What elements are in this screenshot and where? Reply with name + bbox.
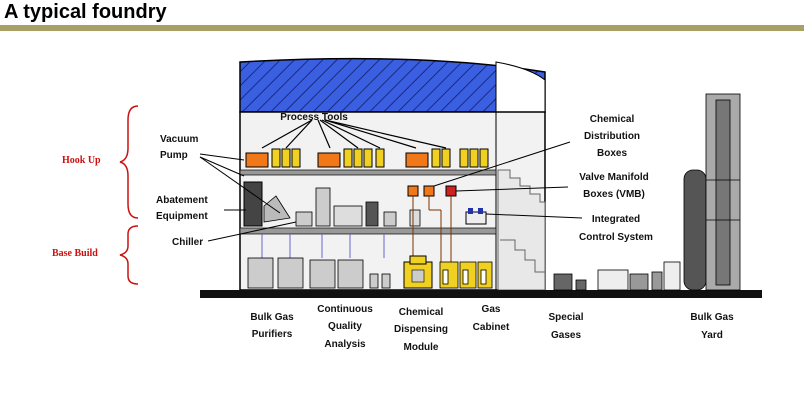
chemical-dispensing-unit (403, 255, 433, 289)
chem-dispensing-label-1: Chemical (399, 307, 444, 318)
chem-lines (412, 196, 452, 262)
bulk-gas-yard-label-1: Bulk Gas (690, 312, 734, 323)
abatement-label-2: Equipment (156, 211, 208, 222)
process-tools-label: Process Tools (280, 112, 348, 123)
chiller-label: Chiller (172, 237, 203, 248)
fab-floor (239, 169, 497, 176)
special-gases-label-2: Gases (551, 330, 581, 341)
hook-up-bracket (119, 105, 139, 219)
integrated-control-label-2: Control System (579, 232, 653, 243)
process-tools-row (245, 148, 489, 168)
vmb-label-1: Valve Manifold (579, 172, 648, 183)
gas-cabinet-units (439, 261, 493, 289)
base-build-label: Base Build (52, 248, 98, 259)
title-bar: A typical foundry (0, 0, 804, 31)
vacuum-pump-label-1: Vacuum (160, 134, 198, 145)
page-title: A typical foundry (4, 1, 167, 23)
sub-fab-floor (239, 227, 497, 235)
integrated-control-label-1: Integrated (592, 214, 640, 225)
cqa-label-2: Quality (328, 321, 362, 332)
chem-dist-label-1: Chemical (590, 114, 635, 125)
base-build-bracket (119, 225, 139, 285)
gas-cabinet-label-2: Cabinet (473, 322, 510, 333)
abatement-equipment (243, 181, 421, 227)
distribution-boxes (407, 185, 487, 225)
chem-dispensing-label-2: Dispensing (394, 324, 448, 335)
cqa-label-1: Continuous (317, 304, 373, 315)
gas-cabinet-label-1: Gas (482, 304, 501, 315)
special-gases-label-1: Special (548, 312, 583, 323)
cqa-label-3: Analysis (324, 339, 366, 350)
bulk-gas-purifiers-label-2: Purifiers (252, 329, 293, 340)
hook-up-label: Hook Up (62, 155, 101, 166)
vmb-label-2: Boxes (VMB) (583, 189, 645, 200)
bulk-gas-purifiers-label-1: Bulk Gas (250, 312, 294, 323)
bulk-gas-purifiers-units (247, 257, 391, 289)
abatement-label-1: Abatement (156, 195, 208, 206)
chem-dispensing-label-3: Module (404, 342, 439, 353)
title-divider (0, 25, 804, 31)
process-tools-pointers (261, 119, 447, 149)
special-gases-units (553, 261, 681, 291)
ground-slab (200, 290, 762, 298)
vacuum-pump-label-2: Pump (160, 150, 188, 161)
chem-dist-label-2: Distribution (584, 131, 640, 142)
building-roof (239, 57, 546, 113)
bulk-gas-yard-label-2: Yard (701, 330, 723, 341)
sub-fab-lines (261, 234, 385, 258)
chem-dist-label-3: Boxes (597, 148, 627, 159)
bulk-gas-yard-tanks (683, 93, 741, 291)
